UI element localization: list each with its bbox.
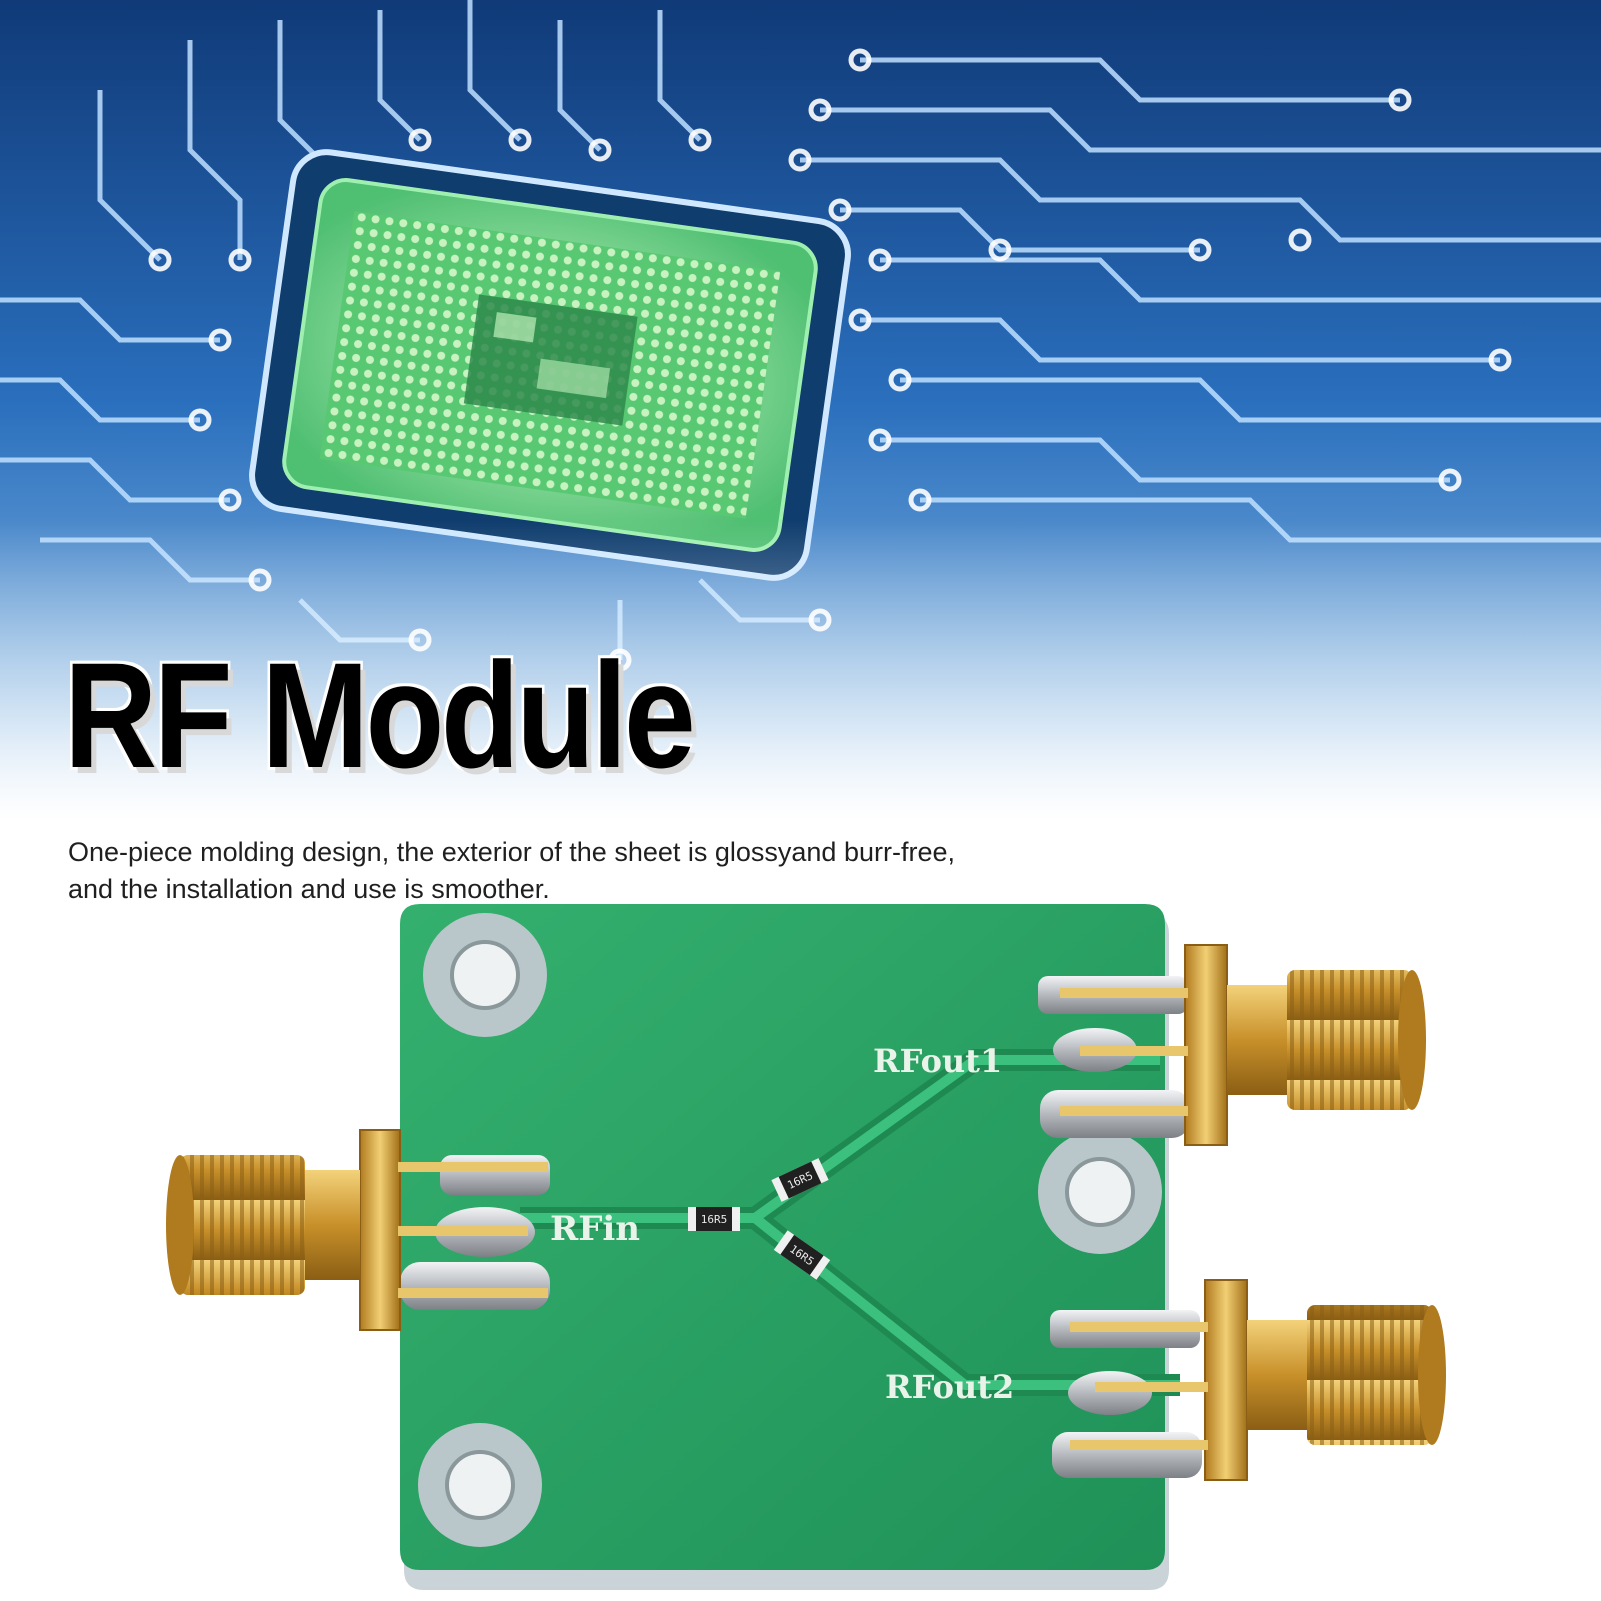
svg-text:16R5: 16R5 bbox=[701, 1213, 728, 1226]
sma-connector-output-1 bbox=[1060, 944, 1426, 1146]
sma-connector-output-2 bbox=[1070, 1279, 1446, 1481]
product-description: One-piece molding design, the exterior o… bbox=[68, 834, 1148, 908]
rfin-label: RFin bbox=[550, 1209, 640, 1249]
rfout2-label: RFout2 bbox=[885, 1368, 1014, 1406]
rfout1-label: RFout1 bbox=[873, 1042, 1002, 1080]
page-title: RF Module bbox=[64, 631, 696, 799]
resistor: 16R5 bbox=[771, 1158, 829, 1202]
resistor: 16R5 bbox=[688, 1207, 740, 1231]
description-line: One-piece molding design, the exterior o… bbox=[68, 837, 955, 867]
resistor: 16R5 bbox=[773, 1230, 831, 1280]
sma-connector-input bbox=[166, 1129, 548, 1331]
processor-chip bbox=[249, 149, 851, 581]
mounting-hole bbox=[1038, 1130, 1162, 1254]
mounting-hole bbox=[423, 913, 547, 1037]
rf-splitter-board: 16R5 16R5 16R5 RFin RFout1 RFout2 bbox=[166, 904, 1446, 1590]
description-line: and the installation and use is smoother… bbox=[68, 874, 550, 904]
mounting-hole bbox=[418, 1423, 542, 1547]
